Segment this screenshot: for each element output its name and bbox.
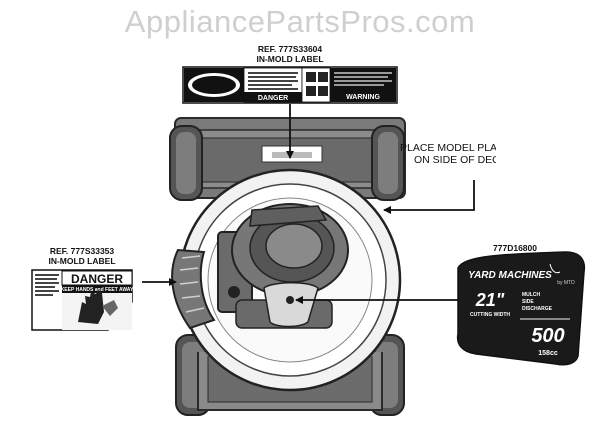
brand-decal-maker: by MTD bbox=[557, 280, 575, 286]
top-decal-warning: WARNING bbox=[346, 94, 380, 101]
danger-decal-title: DANGER bbox=[71, 272, 123, 286]
brand-decal: YARD MACHINES by MTD 21" CUTTING WIDTH M… bbox=[456, 251, 586, 366]
top-decal-ref-type: IN-MOLD LABEL bbox=[256, 54, 324, 64]
left-decal-ref-number: REF. 777S33353 bbox=[49, 246, 115, 256]
model-plate-note-line-1: PLACE MODEL PLA bbox=[400, 142, 496, 154]
right-decal-ref-number: 777D16800 bbox=[493, 243, 537, 253]
brand-decal-engine-cc: 158cc bbox=[538, 350, 558, 357]
top-decal-danger: DANGER bbox=[258, 95, 288, 102]
model-plate-leader bbox=[383, 180, 475, 214]
model-plate-note: PLACE MODEL PLA ON SIDE OF DEC bbox=[400, 142, 496, 166]
leader-lines bbox=[142, 104, 475, 304]
danger-decal-subtitle: KEEP HANDS and FEET AWAY bbox=[61, 287, 134, 293]
left-decal-ref-type: IN-MOLD LABEL bbox=[48, 256, 116, 266]
model-plate-note-line-2: ON SIDE OF DEC bbox=[414, 154, 496, 166]
brand-decal-feature-2: SIDE bbox=[522, 299, 534, 305]
left-decal-ref: REF. 777S33353 IN-MOLD LABEL bbox=[22, 246, 142, 266]
top-decal-ref: REF. 777S33604 IN-MOLD LABEL bbox=[220, 44, 360, 64]
brand-decal-feature-1: MULCH bbox=[522, 292, 540, 298]
brand-decal-brand: YARD MACHINES bbox=[468, 270, 552, 281]
brand-decal-engine-value: 500 bbox=[531, 325, 564, 347]
brand-decal-width-value: 21" bbox=[475, 290, 505, 310]
rear-left-wheel bbox=[169, 125, 203, 201]
brand-decal-width-label: CUTTING WIDTH bbox=[470, 312, 510, 318]
rear-right-wheel bbox=[371, 125, 405, 201]
engine bbox=[217, 203, 349, 329]
brand-decal-feature-3: DISCHARGE bbox=[522, 306, 553, 312]
danger-decal: DANGER KEEP HANDS and FEET AWAY bbox=[31, 269, 134, 331]
right-decal-ref: 777D16800 bbox=[475, 243, 555, 253]
watermark: AppliancePartsPros.com bbox=[124, 4, 476, 39]
top-decal-ref-number: REF. 777S33604 bbox=[257, 44, 323, 54]
discharge-chute bbox=[171, 248, 216, 330]
top-decal: DANGER WARNING bbox=[182, 66, 398, 104]
